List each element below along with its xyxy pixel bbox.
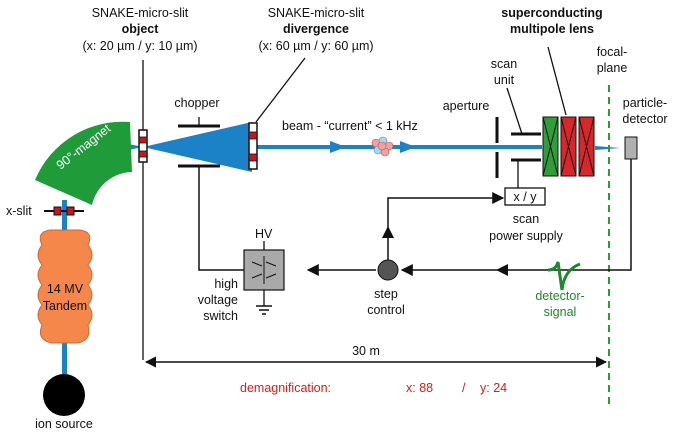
- beam-arrow-1: [330, 141, 346, 153]
- focal-plane-label-2: plane: [597, 61, 628, 75]
- scan-unit: scan unit: [491, 57, 541, 188]
- tandem-label-1: 14 MV: [47, 282, 84, 296]
- wire-chopper-to-hv: [198, 166, 244, 271]
- scan-ps-label-2: power supply: [489, 229, 563, 243]
- scan-unit-label-2: unit: [494, 73, 515, 87]
- chopper-label: chopper: [174, 96, 219, 110]
- object-slit-dims: (x: 20 µm / y: 10 µm): [82, 39, 197, 53]
- multipole-lens: superconducting multipole lens: [501, 6, 603, 177]
- wire-arrow-detector: [496, 264, 508, 276]
- lens-label-2: multipole lens: [510, 22, 594, 36]
- scan-power-supply: x / y scan power supply: [489, 187, 564, 243]
- distance-marker: 30 m: [144, 344, 608, 368]
- wire-arrow-up: [382, 226, 394, 238]
- ion-source: [43, 374, 85, 416]
- tandem-accelerator: 14 MV Tandem: [37, 229, 93, 344]
- wire-step-to-scan: [387, 192, 505, 260]
- beam-line: [252, 145, 542, 149]
- divergence-slit-bold: divergence: [283, 22, 349, 36]
- control-wiring: [198, 159, 632, 276]
- step-control-label-1: step: [374, 287, 398, 301]
- magnet-90: 90°-magnet: [35, 121, 132, 205]
- particle-detector: particle- detector: [622, 96, 668, 160]
- beam-focus: [595, 146, 620, 150]
- divergence-slit: SNAKE-micro-slit divergence (x: 60 µm / …: [248, 6, 374, 170]
- x-slit-label: x-slit: [6, 204, 32, 218]
- beam-arrow-2: [400, 141, 416, 153]
- aperture: aperture: [443, 99, 499, 178]
- focal-plane-label-1: focal-: [597, 45, 628, 59]
- hv-switch-label-2: voltage: [198, 293, 238, 307]
- particle-detector-label-2: detector: [622, 112, 667, 126]
- demagnification: demagnification: x: 88 / y: 24: [240, 381, 507, 395]
- tandem-label-2: Tandem: [43, 299, 87, 313]
- step-control-label-2: control: [367, 303, 405, 317]
- divergence-slit-title: SNAKE-micro-slit: [268, 6, 365, 20]
- hv-switch-label-3: switch: [203, 309, 238, 323]
- object-slit-title: SNAKE-micro-slit: [92, 6, 189, 20]
- detector-signal-label-1: detector-: [535, 289, 584, 303]
- scan-unit-label-1: scan: [491, 57, 517, 71]
- ion-source-label: ion source: [35, 417, 93, 431]
- hv-label: HV: [255, 227, 273, 241]
- divergence-slit-dims: (x: 60 µm / y: 60 µm): [258, 39, 373, 53]
- step-control: step control: [367, 259, 405, 317]
- focal-plane: focal- plane: [597, 45, 628, 405]
- beam-cone-object-divergence: [143, 122, 252, 172]
- x-slit: x-slit: [6, 204, 84, 218]
- object-slit: SNAKE-micro-slit object (x: 20 µm / y: 1…: [82, 6, 198, 360]
- particle-detector-label-1: particle-: [623, 96, 667, 110]
- object-slit-bold: object: [122, 22, 160, 36]
- wire-detector-to-step: [400, 159, 632, 276]
- ion-cluster: [371, 136, 394, 157]
- lens-label-1: superconducting: [501, 6, 602, 20]
- distance-label: 30 m: [352, 344, 380, 358]
- scan-ps-label-1: scan: [513, 212, 539, 226]
- aperture-label: aperture: [443, 99, 490, 113]
- demag-y: y: 24: [480, 381, 507, 395]
- demag-x: x: 88: [406, 381, 433, 395]
- detector-signal: detector- signal: [535, 261, 585, 319]
- detector-signal-label-2: signal: [544, 305, 577, 319]
- hv-switch-label-1: high: [214, 277, 238, 291]
- xy-box-label: x / y: [514, 190, 538, 204]
- demag-separator: /: [462, 381, 466, 395]
- hv-switch: HV high voltage switch: [198, 227, 285, 323]
- beam-current-label: beam - “current” < 1 kHz: [282, 119, 418, 133]
- demag-label: demagnification:: [240, 381, 331, 395]
